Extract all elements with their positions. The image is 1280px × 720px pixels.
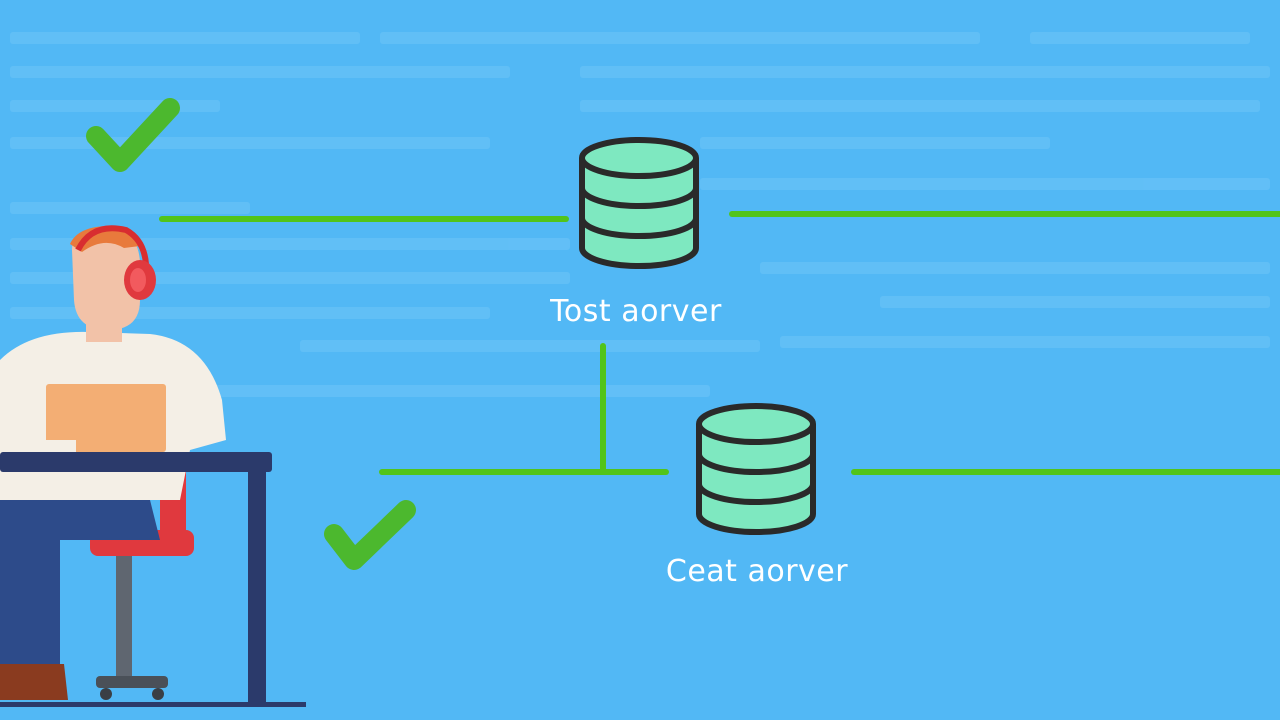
top-server-label: Tost aorver — [550, 294, 722, 329]
floor-line — [0, 702, 306, 707]
database-icon — [696, 403, 816, 535]
chair-base — [96, 676, 168, 688]
chair-stem — [116, 556, 132, 676]
checkmark-icon — [86, 98, 180, 172]
desk-leg — [248, 472, 266, 702]
database-icon — [579, 137, 699, 269]
checkmark-icon — [324, 500, 416, 570]
laptop — [46, 384, 166, 452]
network-links — [159, 211, 1280, 475]
desk-top — [0, 452, 272, 472]
bottom-server-label: Ceat aorver — [665, 554, 849, 589]
person-at-desk-illustration — [0, 225, 306, 707]
